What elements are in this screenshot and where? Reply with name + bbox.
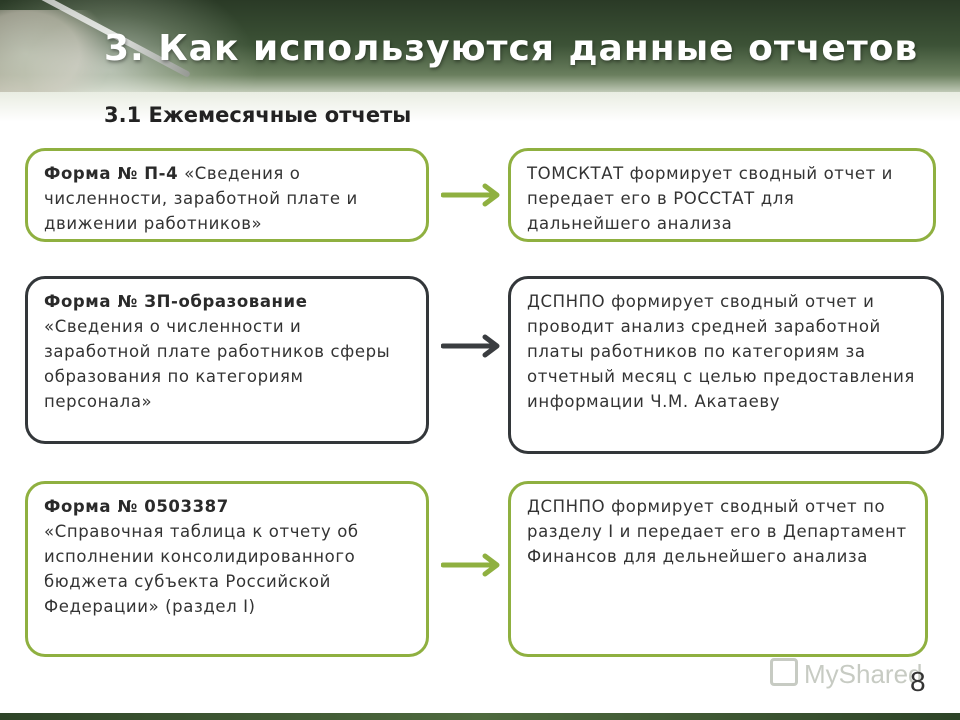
slide-title: 3. Как используются данные отчетов [104,28,919,69]
arrow-right-icon [441,553,500,577]
dspnpo-finance-text: ДСПНПО формирует сводный отчет по раздел… [527,497,907,566]
slide-subtitle: 3.1 Ежемесячные отчеты [104,103,412,127]
bottom-bar [0,713,960,720]
form-p4-title: Форма № П-4 [44,164,179,183]
form-0503387-description: «Справочная таблица к отчету об исполнен… [44,522,359,616]
tomskstat-result-text: ТОМСКТАТ формирует сводный отчет и перед… [527,164,893,233]
dspnpo-finance-box: ДСПНПО формирует сводный отчет по раздел… [508,481,928,657]
header-fade [0,92,960,122]
presentation-icon [770,658,798,686]
arrow-right-icon [441,183,500,207]
dspnpo-analysis-text: ДСПНПО формирует сводный отчет и проводи… [527,292,915,411]
myshared-logo: MyShared [770,658,923,690]
form-zp-box: Форма № ЗП-образование «Сведения о числен… [25,276,429,444]
form-zp-description: «Сведения о численности и заработной пла… [44,317,391,411]
logo-text: MyShared [804,659,923,689]
form-zp-title: Форма № ЗП-образование [44,292,308,311]
page-number: 8 [910,666,926,697]
arrow-right-icon [441,334,500,358]
form-p4-description: «Сведения о численности, заработной плат… [44,164,358,233]
header-banner [0,0,960,100]
form-p4-box: Форма № П-4 «Сведения о численности, зар… [25,148,429,242]
form-0503387-title: Форма № 0503387 [44,497,229,516]
form-0503387-box: Форма № 0503387 «Справочная таблица к отч… [25,481,429,657]
header-glow [0,0,260,100]
dspnpo-analysis-box: ДСПНПО формирует сводный отчет и проводи… [508,276,944,454]
tomskstat-result-box: ТОМСКТАТ формирует сводный отчет и перед… [508,148,936,242]
